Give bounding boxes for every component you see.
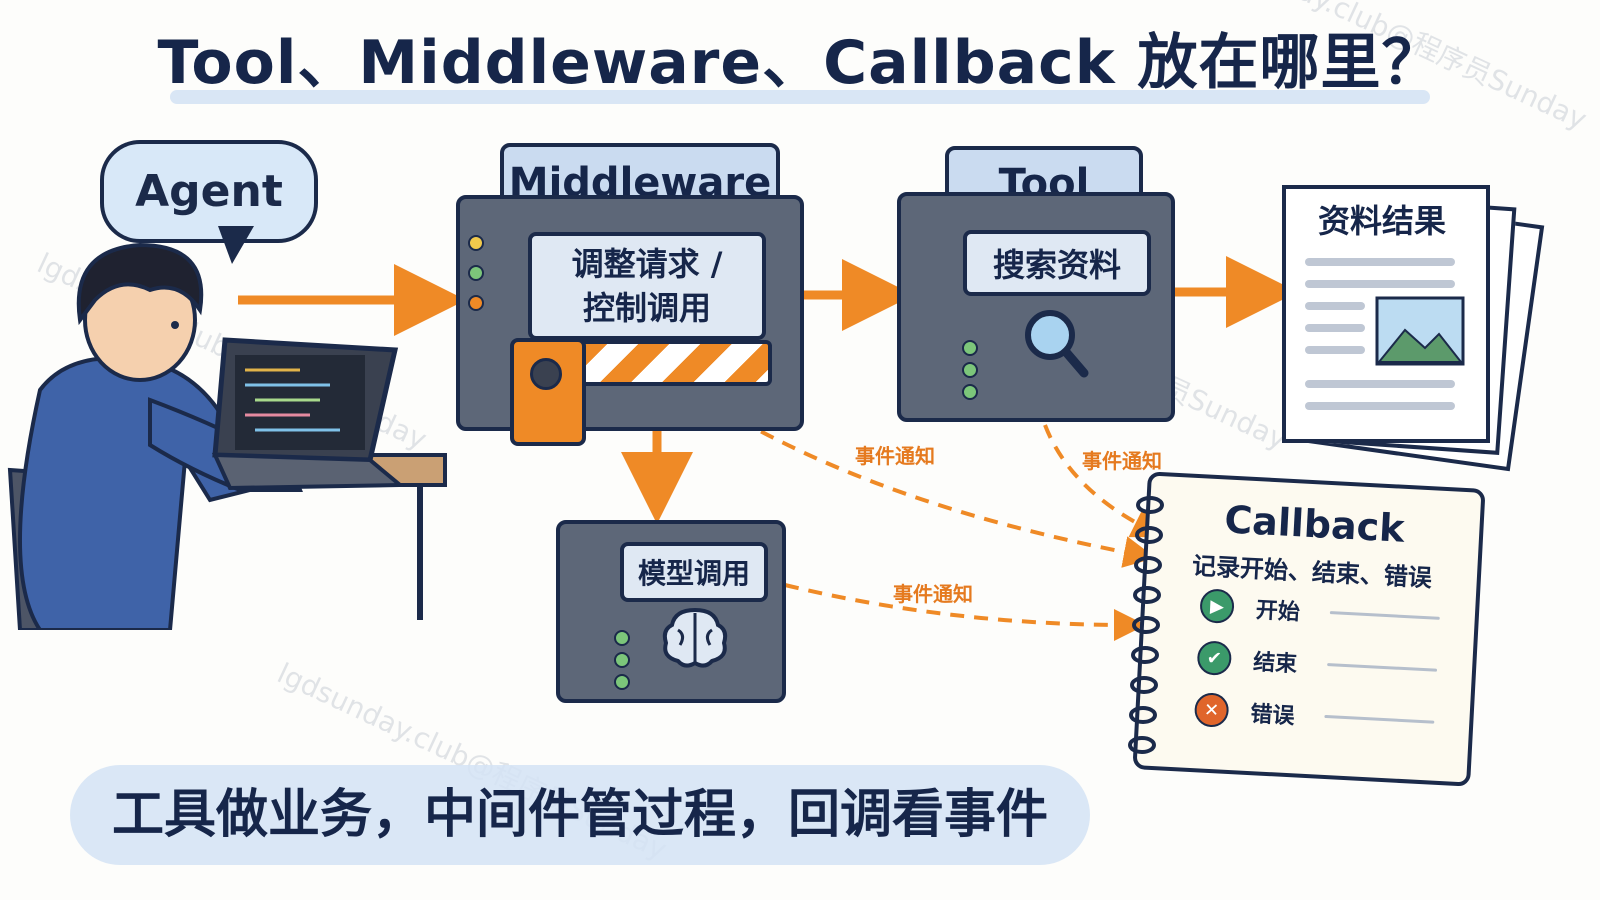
tool-led bbox=[962, 340, 978, 356]
check-icon: ✔ bbox=[1196, 640, 1233, 676]
result-text-lines bbox=[1305, 402, 1455, 410]
callback-line bbox=[1329, 610, 1440, 620]
callback-line bbox=[1324, 714, 1435, 724]
event-label-model: 事件通知 bbox=[893, 582, 973, 606]
result-text-lines bbox=[1305, 346, 1365, 354]
callback-item-start: ▶ 开始 bbox=[1199, 588, 1440, 635]
result-label: 资料结果 bbox=[1317, 202, 1446, 240]
event-arrow-tool bbox=[1043, 424, 1165, 538]
model-led bbox=[614, 674, 630, 690]
developer-illustration bbox=[7, 242, 447, 630]
tool-led bbox=[962, 362, 978, 378]
agent-bubble: Agent bbox=[100, 140, 318, 243]
result-text-lines bbox=[1305, 302, 1365, 310]
model-led bbox=[614, 630, 630, 646]
bubble-tail bbox=[218, 226, 254, 264]
callback-item-error: ✕ 错误 bbox=[1193, 692, 1435, 739]
agent-label: Agent bbox=[135, 166, 283, 217]
landscape-image-icon bbox=[1375, 296, 1465, 366]
result-text-lines bbox=[1305, 280, 1455, 288]
middleware-plate: 调整请求 / 控制调用 bbox=[528, 232, 766, 340]
bottom-highlight bbox=[70, 765, 1090, 865]
event-label-tool: 事件通知 bbox=[1082, 449, 1162, 473]
middleware-led bbox=[468, 265, 484, 281]
spiral-binding bbox=[1128, 496, 1164, 754]
middleware-led bbox=[468, 295, 484, 311]
close-icon: ✕ bbox=[1193, 692, 1230, 728]
event-arrow-middleware bbox=[739, 418, 1156, 568]
brain-icon bbox=[662, 607, 728, 668]
page-title: Tool、Middleware、Callback 放在哪里？ bbox=[157, 28, 1443, 98]
model-led bbox=[614, 652, 630, 668]
magnifier-icon bbox=[1025, 310, 1089, 378]
callback-notebook: Callback 记录开始、结束、错误 ▶ 开始 ✔ 结束 ✕ 错误 bbox=[1132, 471, 1486, 787]
model-plate: 模型调用 bbox=[620, 542, 768, 602]
middleware-led bbox=[468, 235, 484, 251]
bottom-tagline: 工具做业务，中间件管过程，回调看事件 bbox=[111, 785, 1048, 845]
callback-line bbox=[1327, 662, 1438, 672]
play-icon: ▶ bbox=[1199, 588, 1235, 625]
barrier-gate bbox=[572, 340, 772, 386]
event-label-middleware: 事件通知 bbox=[855, 444, 935, 468]
barrier-knob-icon bbox=[530, 358, 562, 390]
result-text-lines bbox=[1305, 258, 1455, 266]
title-underline bbox=[170, 90, 1430, 104]
tool-led bbox=[962, 384, 978, 400]
tool-plate: 搜索资料 bbox=[963, 230, 1151, 296]
event-arrow-model bbox=[784, 583, 1146, 641]
callback-list: ▶ 开始 ✔ 结束 ✕ 错误 bbox=[1193, 588, 1441, 739]
barrier-post bbox=[510, 338, 586, 446]
callback-item-end: ✔ 结束 bbox=[1196, 640, 1438, 687]
result-text-lines bbox=[1305, 324, 1365, 332]
result-text-lines bbox=[1305, 380, 1455, 388]
